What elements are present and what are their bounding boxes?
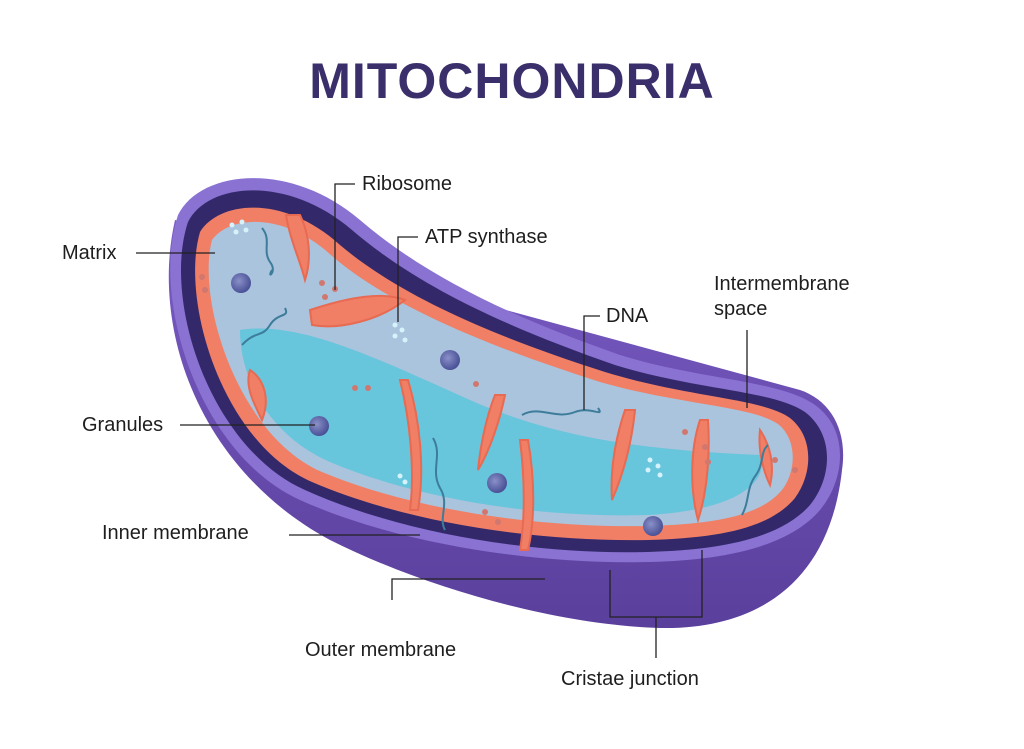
label-matrix: Matrix: [62, 242, 117, 264]
label-atp-synthase: ATP synthase: [425, 226, 548, 248]
label-granules: Granules: [82, 414, 164, 436]
label-intermembrane-line1: Intermembrane: [714, 273, 850, 295]
diagram-title: MITOCHONDRIA: [309, 53, 715, 109]
ribosomes: [199, 274, 798, 525]
label-inner-membrane: Inner membrane: [102, 522, 249, 544]
leader-cristae: [609, 550, 703, 658]
label-outer-membrane: Outer membrane: [305, 639, 457, 661]
leader-outer: [391, 578, 545, 600]
label-dna: DNA: [606, 305, 649, 327]
leader-lines: [136, 183, 748, 658]
label-intermembrane-line2: space: [714, 298, 768, 320]
matrix-cyan-region: [240, 328, 762, 516]
leader-atp: [397, 236, 418, 322]
leader-dna: [583, 315, 600, 410]
granules: [231, 273, 663, 536]
atp-synthase-clusters: [229, 219, 663, 485]
label-ribosome: Ribosome: [362, 173, 453, 195]
cristae: [247, 214, 773, 551]
leader-ribosome: [334, 183, 355, 290]
dna-strands: [241, 227, 769, 531]
label-cristae-junction: Cristae junction: [561, 668, 699, 690]
